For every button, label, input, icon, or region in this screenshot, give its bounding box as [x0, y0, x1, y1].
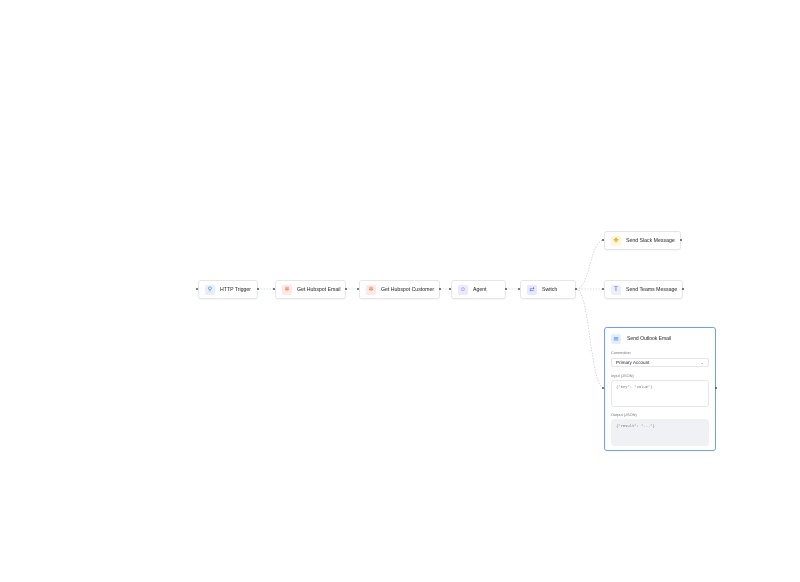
- connection-value: Primary Account: [616, 360, 650, 365]
- output-json-field: [611, 419, 709, 446]
- output-port[interactable]: [575, 288, 577, 290]
- node-label: HTTP Trigger: [220, 286, 252, 293]
- edge-switch-to-outlook: [575, 288, 605, 389]
- node-title: Send Outlook Email: [627, 336, 672, 342]
- node-http-trigger[interactable]: ⚲ HTTP Trigger: [198, 280, 258, 299]
- teams-icon: T: [611, 284, 621, 295]
- hubspot-icon: ✲: [282, 284, 292, 295]
- input-json-label: Input (JSON): [611, 373, 634, 378]
- node-label: Get Hubspot Customer: [381, 286, 435, 293]
- chevron-down-icon: ⌄: [700, 360, 704, 365]
- input-port[interactable]: [357, 288, 359, 290]
- input-port[interactable]: [602, 387, 604, 389]
- output-port[interactable]: [680, 239, 682, 241]
- hubspot-icon: ✲: [366, 284, 376, 295]
- node-label: Get Hubspot Email: [297, 286, 341, 293]
- node-label: Send Teams Message: [626, 286, 678, 293]
- input-port[interactable]: [196, 288, 198, 290]
- input-port[interactable]: [273, 288, 275, 290]
- node-label: Switch: [542, 286, 558, 293]
- webhook-icon: ⚲: [205, 284, 215, 295]
- output-port[interactable]: [345, 288, 347, 290]
- slack-icon: ✤: [611, 235, 621, 246]
- node-agent[interactable]: ☺ Agent: [451, 280, 506, 299]
- input-port[interactable]: [449, 288, 451, 290]
- robot-icon: ☺: [458, 284, 468, 295]
- node-send-outlook-email[interactable]: ✉ Send Outlook Email Connection Primary …: [604, 327, 716, 451]
- input-port[interactable]: [518, 288, 520, 290]
- output-json-label: Output (JSON): [611, 412, 637, 417]
- node-send-slack-message[interactable]: ✤ Send Slack Message: [604, 231, 681, 250]
- node-get-hubspot-email[interactable]: ✲ Get Hubspot Email: [275, 280, 346, 299]
- edge-switch-to-slack: [575, 239, 605, 290]
- output-port[interactable]: [505, 288, 507, 290]
- output-port[interactable]: [715, 387, 717, 389]
- node-send-teams-message[interactable]: T Send Teams Message: [604, 280, 683, 299]
- connection-label: Connection: [611, 350, 631, 355]
- node-get-hubspot-customer[interactable]: ✲ Get Hubspot Customer: [359, 280, 440, 299]
- output-port[interactable]: [257, 288, 259, 290]
- node-switch[interactable]: ⇄ Switch: [520, 280, 576, 299]
- output-port[interactable]: [682, 288, 684, 290]
- node-label: Send Slack Message: [626, 237, 675, 244]
- input-port[interactable]: [602, 239, 604, 241]
- node-header: ✉ Send Outlook Email: [611, 334, 671, 344]
- output-port[interactable]: [439, 288, 441, 290]
- connection-select[interactable]: Primary Account ⌄: [611, 358, 709, 367]
- switch-icon: ⇄: [527, 284, 537, 295]
- node-label: Agent: [473, 286, 487, 293]
- input-port[interactable]: [602, 288, 604, 290]
- outlook-icon: ✉: [611, 334, 621, 344]
- input-json-field[interactable]: [611, 380, 709, 407]
